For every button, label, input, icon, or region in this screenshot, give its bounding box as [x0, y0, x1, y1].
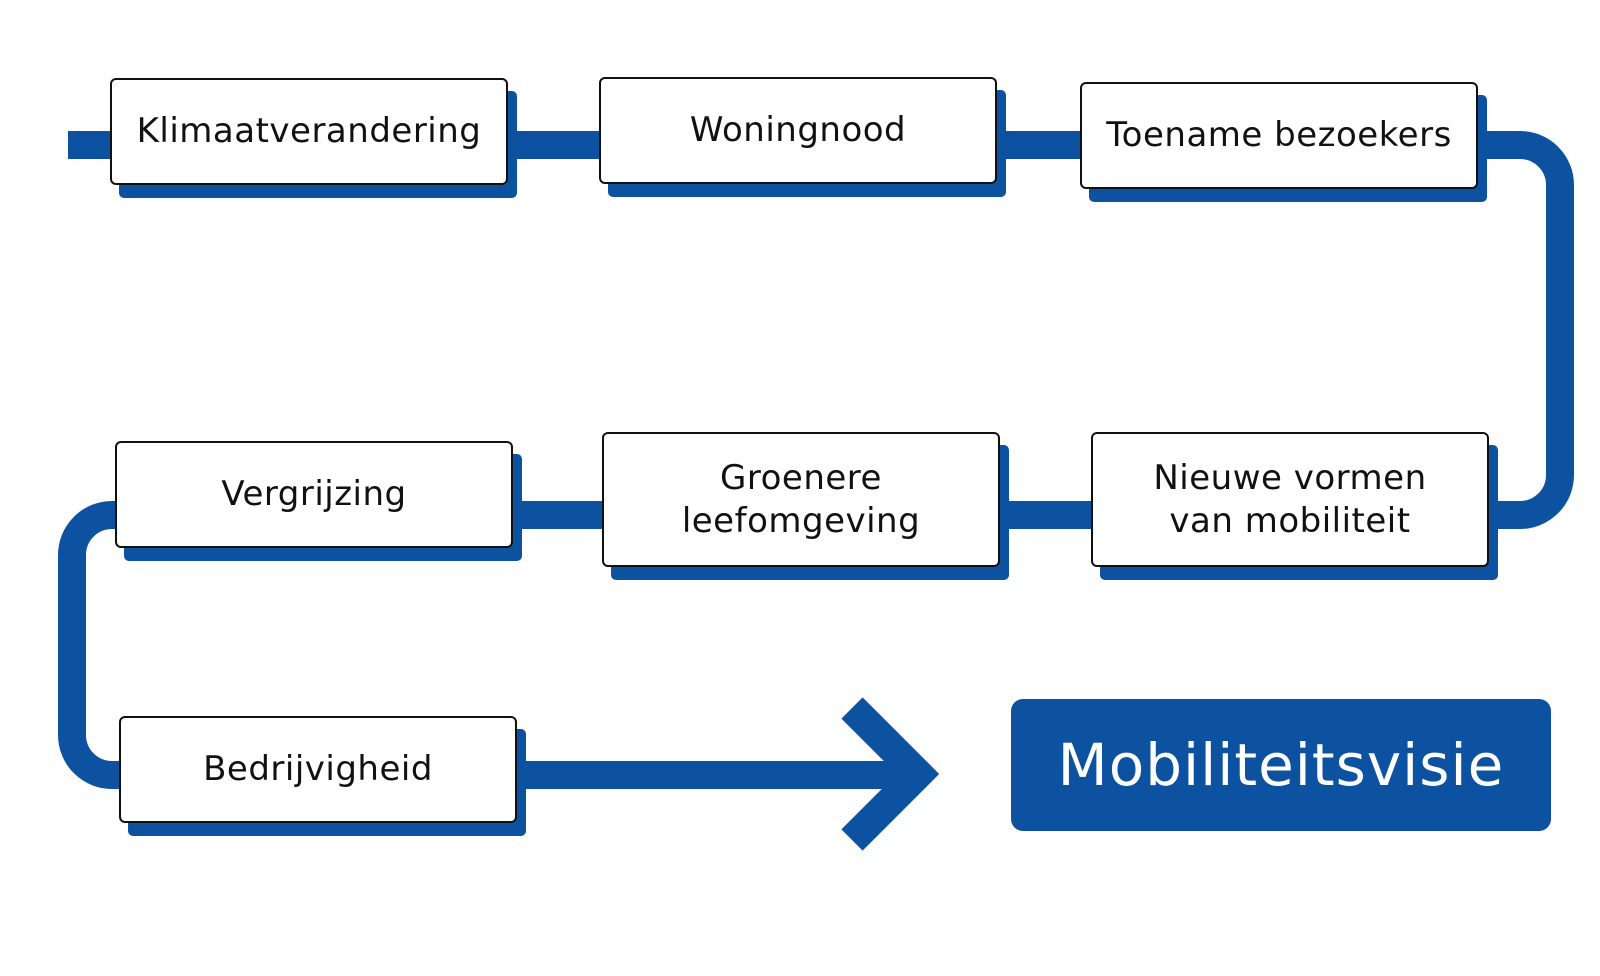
step-label: Klimaatverandering [110, 78, 508, 185]
goal-mobiliteitsvisie: Mobiliteitsvisie [1011, 699, 1551, 831]
step-label: Woningnood [599, 77, 997, 184]
step-klimaatverandering: Klimaatverandering [110, 78, 517, 198]
step-toename-bezoekers: Toename bezoekers [1080, 82, 1487, 202]
step-label: Groenere leefomgeving [602, 432, 1000, 567]
step-nieuwe-vormen-van-mobiliteit: Nieuwe vormen van mobiliteit [1091, 432, 1498, 580]
arrow-head-icon [841, 697, 940, 851]
step-groenere-leefomgeving: Groenere leefomgeving [602, 432, 1009, 580]
step-bedrijvigheid: Bedrijvigheid [119, 716, 526, 836]
step-label: Bedrijvigheid [119, 716, 517, 823]
step-label: Vergrijzing [115, 441, 513, 548]
step-woningnood: Woningnood [599, 77, 1006, 197]
step-label: Toename bezoekers [1080, 82, 1478, 189]
step-vergrijzing: Vergrijzing [115, 441, 522, 561]
step-label: Nieuwe vormen van mobiliteit [1091, 432, 1489, 567]
